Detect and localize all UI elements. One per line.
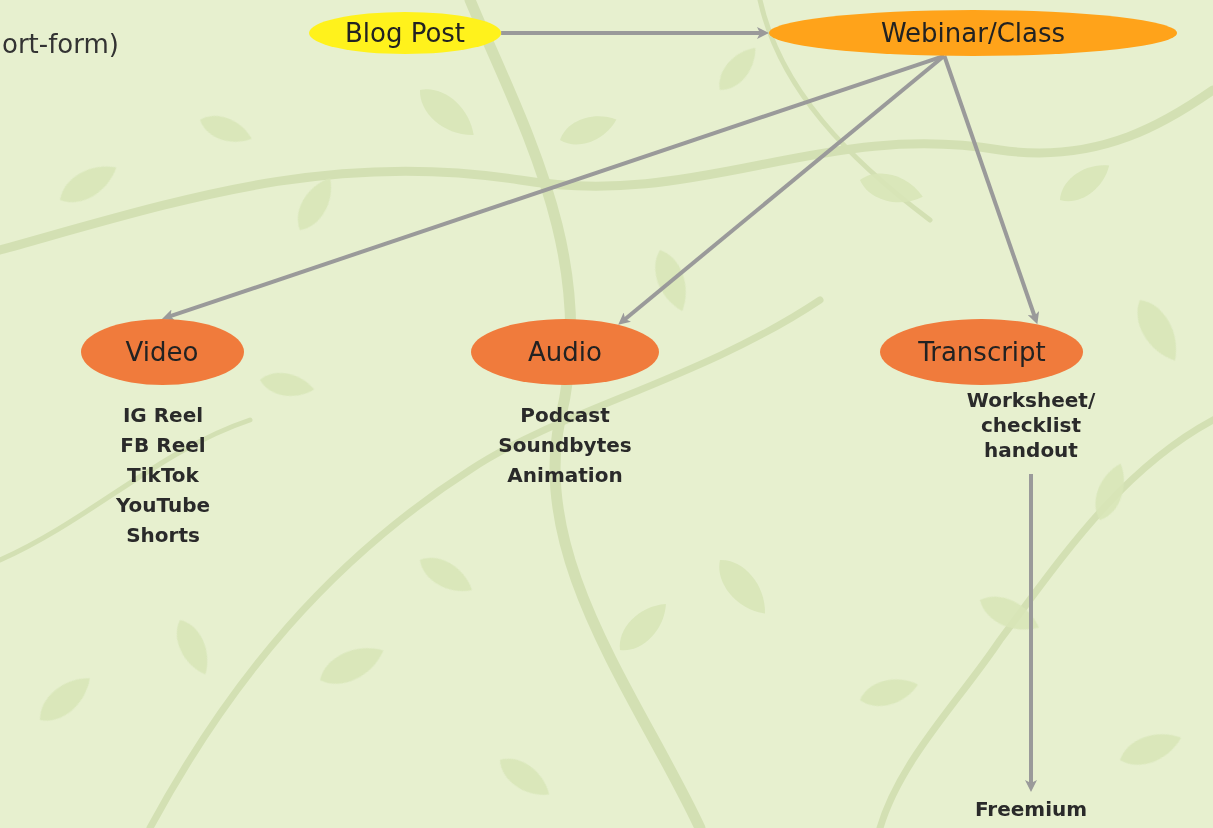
- ellipse-fill: [769, 10, 1177, 56]
- leaf: [1089, 459, 1132, 524]
- list-label: FB Reel: [120, 430, 205, 460]
- node-label: Transcript: [918, 337, 1046, 367]
- leaf: [53, 156, 122, 211]
- node-label: Video: [126, 337, 199, 367]
- ellipse-fill: [81, 319, 244, 385]
- branch: [0, 420, 250, 560]
- list-label: TikTok: [127, 460, 199, 490]
- leaf: [414, 549, 478, 600]
- ellipse-fill: [471, 319, 659, 385]
- connector-arrow: [170, 56, 945, 317]
- leaf: [169, 615, 216, 680]
- leaf: [1115, 725, 1185, 772]
- leaf: [493, 750, 556, 804]
- ellipse-node: Blog Post: [308, 11, 502, 55]
- leaf: [258, 369, 316, 400]
- leaf: [711, 41, 763, 97]
- connector-arrow: [624, 56, 944, 320]
- leaf: [196, 110, 255, 150]
- ellipse-node: Video: [80, 318, 245, 386]
- node-label: Blog Post: [345, 18, 465, 48]
- node-label: Audio: [528, 337, 602, 367]
- list-label: YouTube Shorts: [116, 490, 210, 550]
- leaf: [289, 172, 340, 236]
- leaf: [974, 588, 1044, 639]
- leaf: [611, 595, 676, 660]
- leaf: [857, 673, 921, 712]
- leaf: [1053, 156, 1116, 210]
- connector-arrow: [944, 56, 1034, 317]
- ellipse-fill: [309, 12, 501, 54]
- list-label: Freemium: [975, 797, 1087, 821]
- leaf: [556, 108, 621, 151]
- ellipse-node: Webinar/Class: [768, 9, 1178, 57]
- leader-arrow: [1029, 474, 1033, 784]
- connector-arrow: [501, 31, 761, 35]
- list-label: Soundbytes: [498, 430, 631, 460]
- leaf: [314, 638, 389, 693]
- list-label: Worksheet/ checklist handout: [967, 388, 1095, 463]
- list-label: Podcast: [520, 400, 610, 430]
- node-label: Webinar/Class: [881, 18, 1065, 48]
- branch: [880, 420, 1213, 828]
- leaf: [857, 167, 927, 209]
- leaf: [32, 668, 99, 730]
- ellipse-fill: [880, 319, 1083, 385]
- branch: [150, 300, 820, 828]
- list-label: IG Reel: [123, 400, 203, 430]
- ellipse-node: Audio: [470, 318, 660, 386]
- leaf: [411, 79, 483, 146]
- branch: [470, 0, 700, 828]
- list-label: Animation: [507, 460, 622, 490]
- leaf: [709, 551, 776, 623]
- list-label: ort-form): [2, 28, 119, 60]
- leaf: [1128, 293, 1188, 368]
- ellipse-node: Transcript: [879, 318, 1084, 386]
